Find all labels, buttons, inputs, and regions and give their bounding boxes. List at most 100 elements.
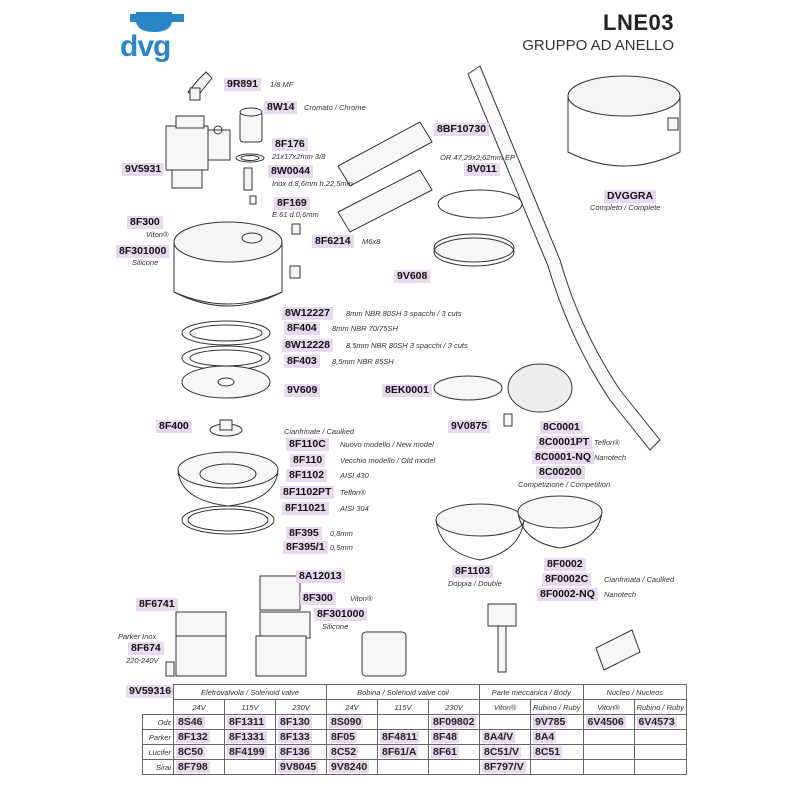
solenoid-valve-drawing	[165, 115, 231, 189]
table-cell-code: 8A4/V	[482, 731, 516, 743]
part-code: 8F6741	[136, 598, 178, 611]
table-subheader-cell: 24V	[326, 699, 378, 715]
part-desc: 1/8 MF	[270, 80, 294, 89]
part-code: 8F110	[290, 454, 326, 467]
part-desc: Doppia / Double	[448, 579, 502, 588]
part-code: 8F400	[156, 420, 192, 433]
chrome-fitting-drawing	[235, 107, 265, 205]
part-desc: E.61 d.0,6mm	[272, 210, 319, 219]
table-cell-code: 8S46	[176, 716, 205, 728]
table-cell: 9V8240	[326, 759, 378, 775]
part-desc: OR 47,29x2,62mm EP	[440, 153, 516, 162]
table-cell	[428, 759, 480, 775]
part-desc: AISI 304	[340, 504, 369, 513]
part-desc: Completo / Complete	[590, 203, 661, 212]
part-desc: 0,5mm	[330, 543, 353, 552]
table-cell-code: 8F4811	[380, 731, 420, 743]
part-desc: 21x17x2mm 3/8	[272, 152, 326, 161]
table-subheader: 24V 115V 230V 24V 115V 230V Viton® Rubin…	[143, 699, 688, 715]
part-desc: Silicone	[132, 258, 159, 267]
table-subheader-cell: Rubino / Ruby	[530, 699, 584, 715]
table-cell	[479, 714, 531, 730]
part-code: 8C0001PT	[536, 436, 593, 449]
part-code: 8V011	[464, 163, 500, 176]
part-code: 8F395/1	[283, 541, 328, 554]
table-cell: 8F136	[275, 744, 327, 760]
table-subheader-cell: Rubino / Ruby	[633, 699, 688, 715]
table-cell-code: 8S090	[329, 716, 364, 728]
table-cell-code: 8F798	[176, 761, 210, 773]
table-cell-code: 8F132	[176, 731, 210, 743]
table-cell: 8F4199	[224, 744, 276, 760]
part-code: 8A12013	[296, 570, 345, 583]
table-cell	[582, 744, 635, 760]
screens-right-drawing	[433, 363, 573, 427]
part-code: 8BF10730	[434, 123, 490, 136]
table-cell: 8F4811	[377, 729, 429, 745]
part-code: 8W14	[264, 101, 298, 114]
elbow-fitting-drawing	[187, 71, 213, 101]
part-desc: Viton®	[350, 594, 373, 603]
table-cell: 8S46	[173, 714, 225, 730]
filter-basket-drawing	[435, 495, 603, 561]
part-desc: Inox d.8,6mm h.22,5mm	[272, 179, 353, 188]
part-desc: 8mm NBR 80SH 3 spacchi / 3 cuts	[346, 309, 462, 318]
part-code: 8W12227	[282, 307, 333, 320]
table-cell: 8F1331	[224, 729, 276, 745]
table-cell	[633, 744, 688, 760]
table-cell-code: 8F133	[278, 731, 312, 743]
table-cell	[224, 759, 276, 775]
table-cell: 8F05	[326, 729, 378, 745]
part-code: 9V59316	[126, 685, 175, 698]
table-cell-code: 8F61/A	[380, 746, 419, 758]
solenoid-parts-table: Eletrovalvola / Solenoid valve Bobina / …	[142, 684, 688, 775]
complete-group-drawing	[567, 75, 681, 167]
table-cell	[582, 759, 635, 775]
part-desc: Competizione / Competition	[518, 480, 611, 489]
table-group-cell: Nucleo / Nucleos	[582, 684, 688, 700]
part-code: 8F169	[274, 197, 310, 210]
part-code: 8F11021	[282, 502, 329, 515]
table-cell: 6V4573	[633, 714, 688, 730]
part-code: 8F403	[284, 355, 320, 368]
part-desc: 8mm NBR 70/75SH	[332, 324, 398, 333]
table-cell	[633, 759, 688, 775]
part-desc: Cromato / Chrome	[304, 103, 366, 112]
part-code: 8F404	[284, 322, 320, 335]
part-code: 8F0002-NQ	[537, 588, 598, 601]
table-cell-code: 8F136	[278, 746, 312, 758]
table-group-cell: Eletrovalvola / Solenoid valve	[173, 684, 327, 700]
part-desc: Viton®	[146, 230, 169, 239]
part-code: 8F110C	[286, 438, 329, 451]
part-code: 8F176	[272, 138, 308, 151]
table-subheader-cell: Viton®	[479, 699, 531, 715]
table-row-label: Parker	[142, 729, 174, 745]
part-code: 8F1102PT	[280, 486, 335, 499]
part-code: 8F0002C	[542, 573, 592, 586]
part-desc: 0,8mm	[330, 529, 353, 538]
part-code: 8F1102	[286, 469, 328, 482]
table-subheader-cell: 115V	[377, 699, 429, 715]
table-cell: 8F61/A	[377, 744, 429, 760]
table-subheader-cell: Viton®	[582, 699, 635, 715]
table-cell	[633, 729, 688, 745]
part-code: 8C0001	[540, 421, 583, 434]
part-desc: Silicone	[322, 622, 349, 631]
caulked-label: Cianfrinate / Caulked	[284, 427, 355, 436]
table-group-cell: Parte meccanica / Body	[479, 684, 584, 700]
part-desc: 220-240V	[126, 656, 159, 665]
part-code: 8W12228	[282, 339, 333, 352]
part-code: 8W0044	[268, 165, 314, 178]
table-cell-code: 8F61	[431, 746, 459, 758]
table-cell: 8F48	[428, 729, 480, 745]
part-desc: 8,5mm NBR 85SH	[332, 357, 394, 366]
table-cell-code: 8C52	[329, 746, 359, 758]
table-cell: 8F798	[173, 759, 225, 775]
part-desc: M6x8	[362, 237, 381, 246]
table-cell-code: 8F1311	[227, 716, 267, 728]
table-cell: 8A4/V	[479, 729, 531, 745]
logo-text: dvg	[120, 30, 171, 63]
